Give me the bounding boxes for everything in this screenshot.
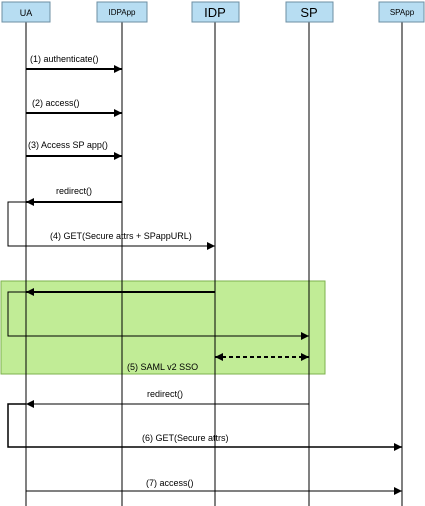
msg-3-label: (3) Access SP app() bbox=[28, 140, 108, 150]
actor-label-idp: IDP bbox=[204, 5, 226, 20]
msg-6-label: (6) GET(Secure attrs) bbox=[142, 433, 229, 443]
msg-6-arrow bbox=[7, 403, 402, 451]
actor-sp: SP bbox=[285, 1, 334, 23]
msg-ua-to-sp-arrow bbox=[7, 291, 309, 340]
msg-4-arrow bbox=[7, 201, 215, 250]
actor-label-sp: SP bbox=[300, 5, 317, 20]
saml-sso-region bbox=[0, 280, 326, 375]
actor-label-idpapp: IDPApp bbox=[109, 8, 137, 17]
msg-redirect-1-label: redirect() bbox=[56, 186, 92, 196]
actor-idpapp: IDPApp bbox=[96, 1, 148, 23]
msg-5-label: (5) SAML v2 SSO bbox=[127, 362, 198, 372]
msg-redirect-2-label: redirect() bbox=[147, 389, 183, 399]
msg-2-label: (2) access() bbox=[32, 98, 80, 108]
msg-1-label: (1) authenticate() bbox=[30, 54, 99, 64]
actor-label-ua: UA bbox=[20, 8, 33, 18]
msg-7-label: (7) access() bbox=[146, 478, 194, 488]
actor-ua: UA bbox=[1, 1, 51, 23]
actor-label-spapp: SPApp bbox=[390, 8, 415, 17]
msg-4-label: (4) GET(Secure attrs + SPappURL) bbox=[50, 231, 192, 241]
actor-spapp: SPApp bbox=[378, 1, 425, 23]
actor-idp: IDP bbox=[191, 1, 240, 23]
